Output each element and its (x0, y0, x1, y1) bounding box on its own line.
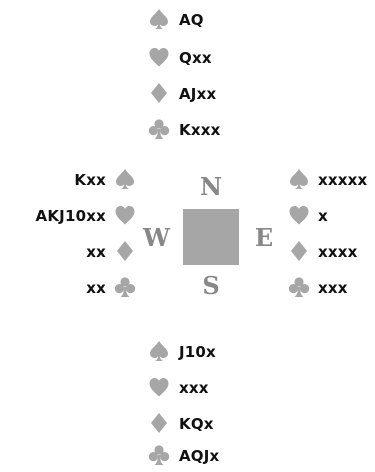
table-square (183, 209, 239, 265)
south-diamonds: KQx (179, 415, 214, 433)
compass-east: E (254, 223, 274, 252)
north-clubs: Kxxx (179, 121, 221, 139)
west-spades-row: Kxx (0, 168, 136, 194)
west-hearts: AKJ10xx (35, 207, 106, 225)
compass-west: W (143, 223, 170, 252)
north-hearts: Qxx (179, 49, 212, 67)
east-clubs: xxx (318, 279, 348, 297)
south-hearts: xxx (179, 379, 209, 397)
spade-icon (148, 340, 170, 362)
east-spades: xxxxx (318, 171, 368, 189)
spade-icon (114, 168, 136, 190)
diamond-icon (114, 240, 136, 262)
south-clubs: AQJx (179, 447, 220, 465)
west-clubs-row: xx (0, 276, 136, 302)
east-hearts: x (318, 207, 328, 225)
heart-icon (148, 376, 170, 398)
south-spades: J10x (179, 343, 216, 361)
west-diamonds: xx (86, 243, 106, 261)
diamond-icon (148, 82, 170, 104)
diamond-icon (288, 240, 310, 262)
heart-icon (148, 46, 170, 68)
club-icon (148, 444, 170, 466)
heart-icon (288, 204, 310, 226)
club-icon (288, 276, 310, 298)
compass-south: S (202, 271, 220, 300)
club-icon (148, 118, 170, 140)
diamond-icon (148, 412, 170, 434)
north-diamonds: AJxx (179, 85, 217, 103)
west-hearts-row: AKJ10xx (0, 204, 136, 230)
spade-icon (288, 168, 310, 190)
club-icon (114, 276, 136, 298)
north-spades: AQ (179, 11, 204, 29)
compass-north: N (200, 172, 222, 201)
spade-icon (148, 8, 170, 30)
west-clubs: xx (86, 279, 106, 297)
east-diamonds: xxxx (318, 243, 358, 261)
west-spades: Kxx (74, 171, 106, 189)
heart-icon (114, 204, 136, 226)
west-diamonds-row: xx (0, 240, 136, 266)
